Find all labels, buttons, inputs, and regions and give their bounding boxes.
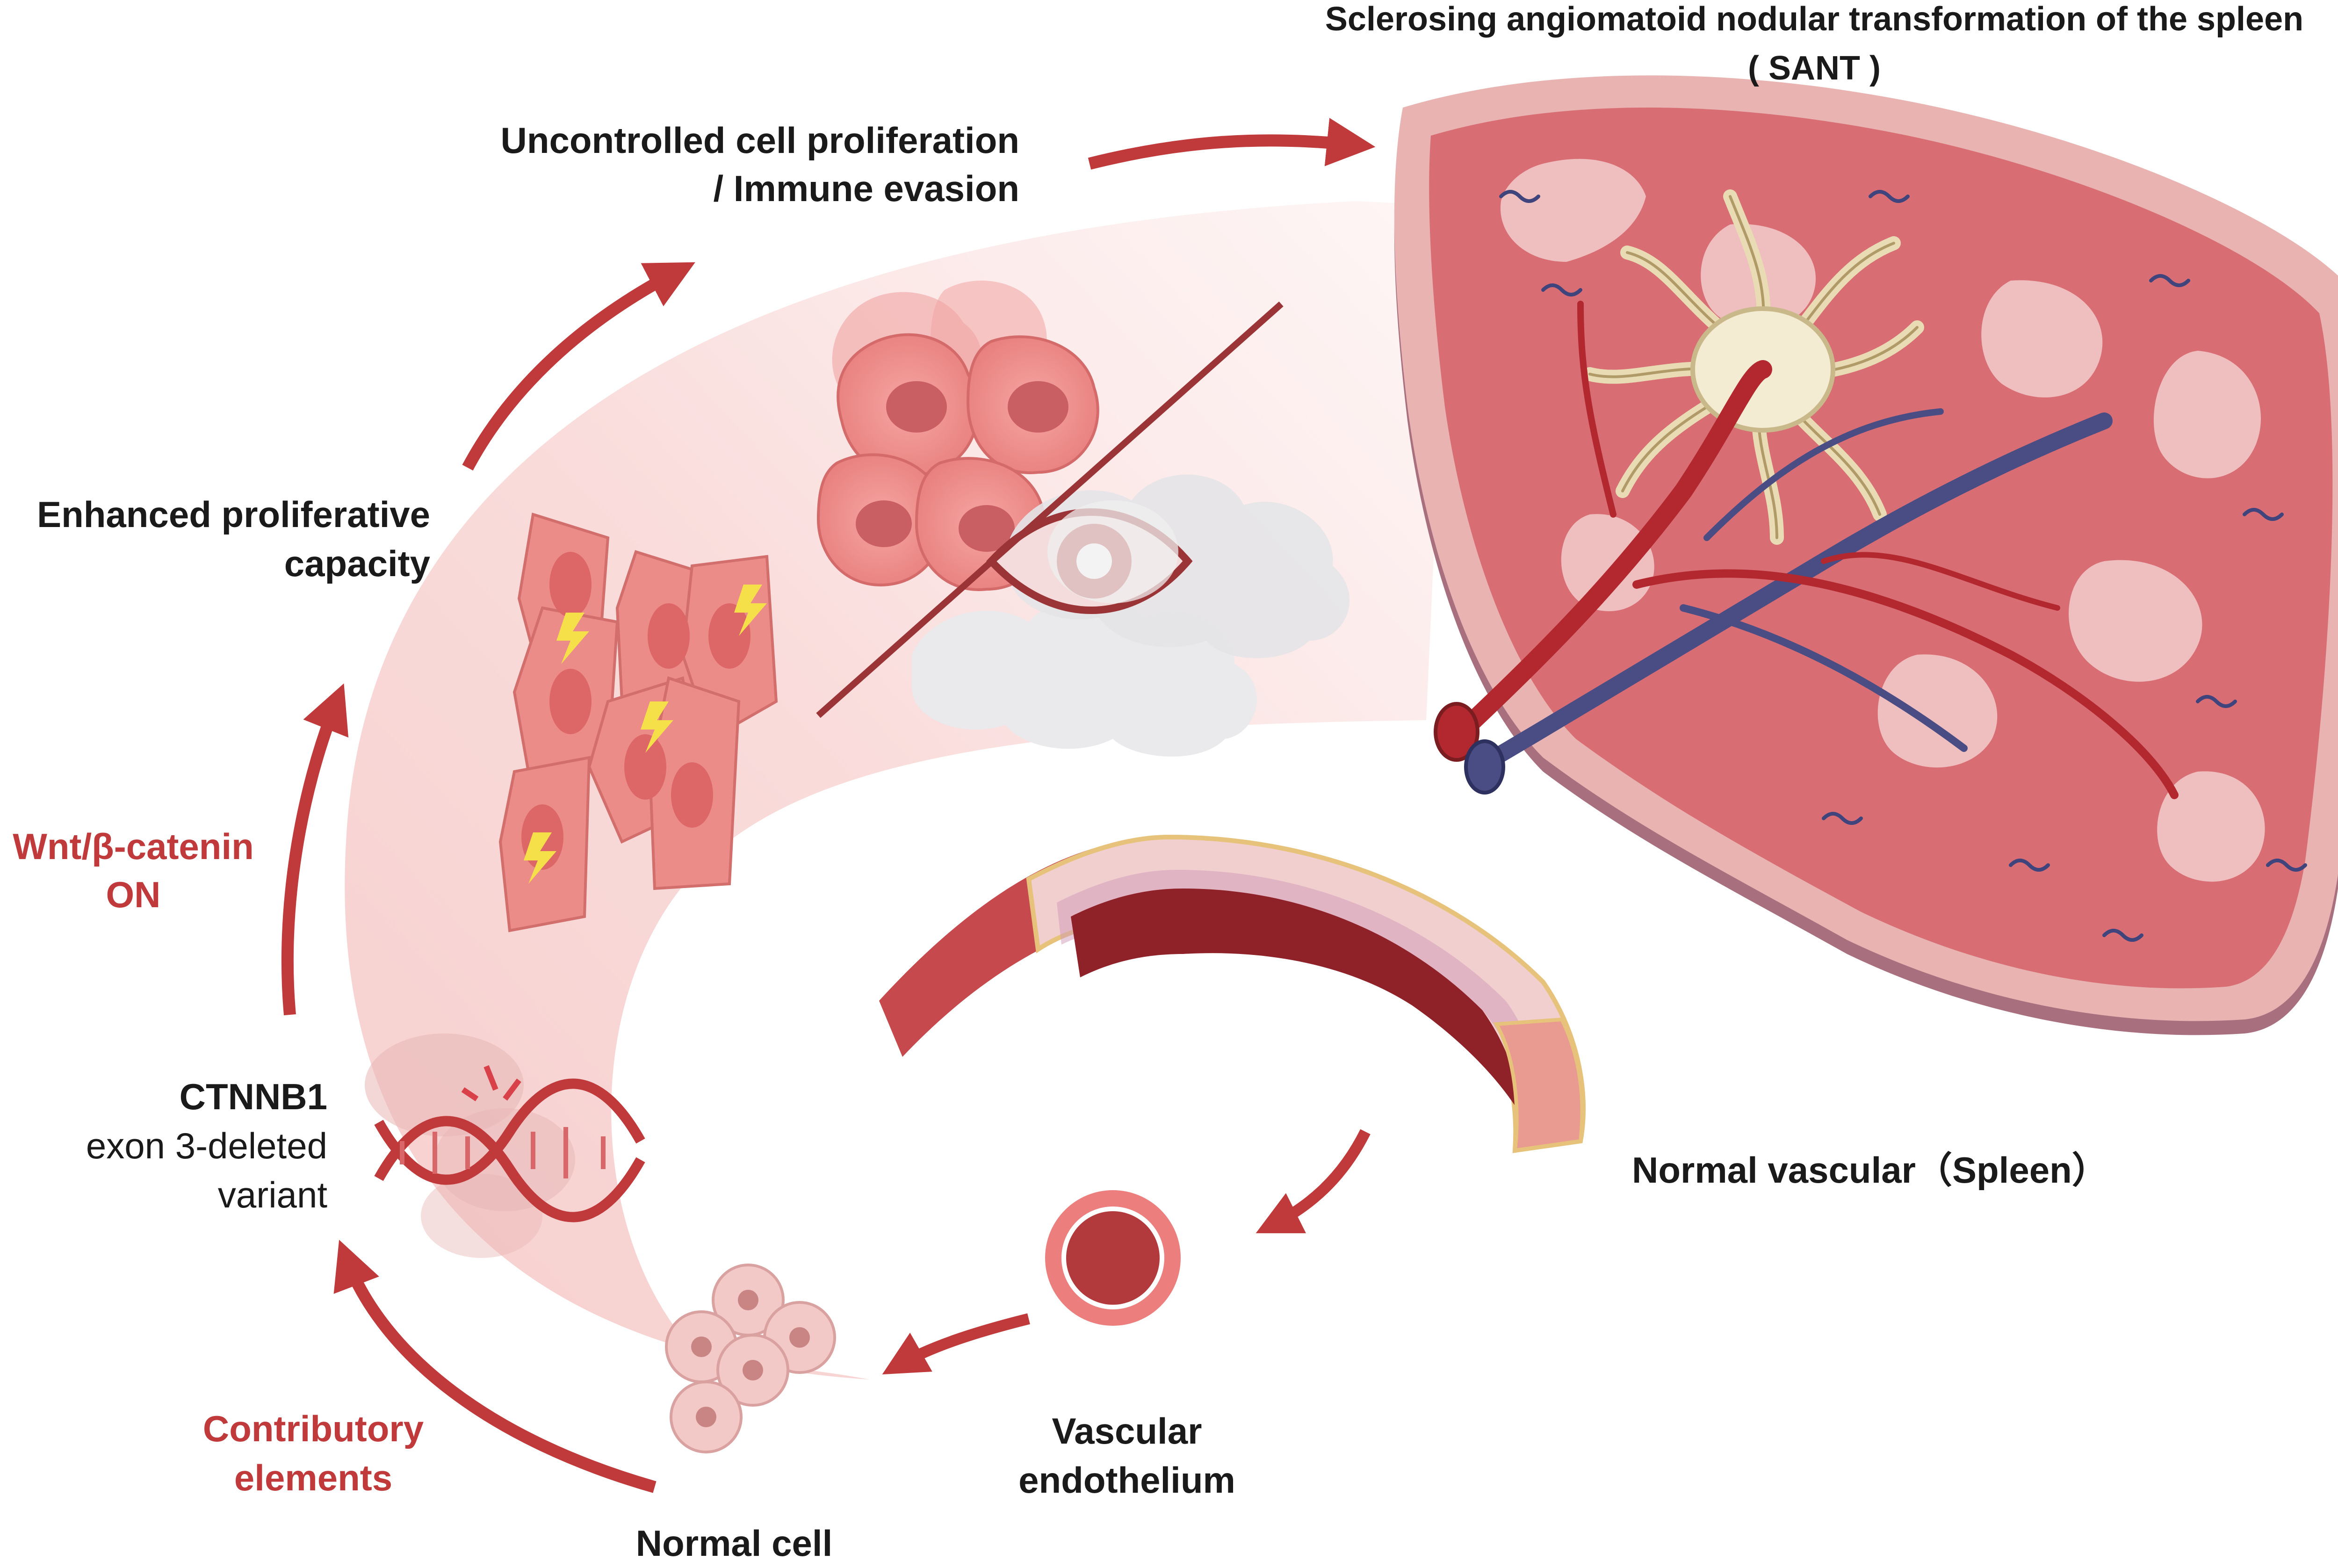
ctnnb1-line3: variant [217,1174,327,1215]
tumor-cells-icon [816,281,1099,591]
title-line1: Sclerosing angiomatoid nodular transform… [1325,0,2304,38]
wnt-line1: Wnt/β-catenin [13,826,254,867]
spleen-cross-section-icon [1394,75,2338,1035]
wnt-line2: ON [106,874,161,915]
enhanced-line2: capacity [284,543,430,584]
arrow-endothelium-to-cell [882,1313,1030,1375]
uncontrolled-line1: Uncontrolled cell proliferation [500,120,1019,161]
spindle-cells-icon [498,513,778,932]
title-line2: ( SANT ) [1748,50,1881,87]
arrow-to-sant [1088,118,1376,170]
vessel-cross-section-icon [1045,1190,1181,1326]
ctnnb1-line2: exon 3-deleted [86,1125,327,1166]
normal-vascular-label: Normal vascular（Spleen） [1632,1149,2108,1191]
enhanced-line1: Enhanced proliferative [37,494,430,535]
blood-vessel-icon [879,834,1586,1153]
arrow-wnt [281,683,349,1016]
contributory-line1: Contributory [202,1408,424,1449]
vascular-endothelium-line2: endothelium [1018,1460,1235,1501]
arrow-proliferation [462,262,695,471]
arrow-vessel-to-endothelium [1256,1129,1371,1234]
contributory-line2: elements [234,1457,393,1498]
cell-cluster-icon [665,1264,836,1453]
vascular-endothelium-line1: Vascular [1052,1410,1202,1452]
normal-cell-label: Normal cell [635,1523,833,1564]
uncontrolled-line2: / Immune evasion [713,168,1019,209]
arrow-contributory [333,1240,657,1493]
ctnnb1-line1: CTNNB1 [179,1076,327,1117]
lesion-stellate [1583,189,1924,545]
immune-eye-icon [816,301,1350,757]
dna-helix-icon [365,1033,645,1258]
